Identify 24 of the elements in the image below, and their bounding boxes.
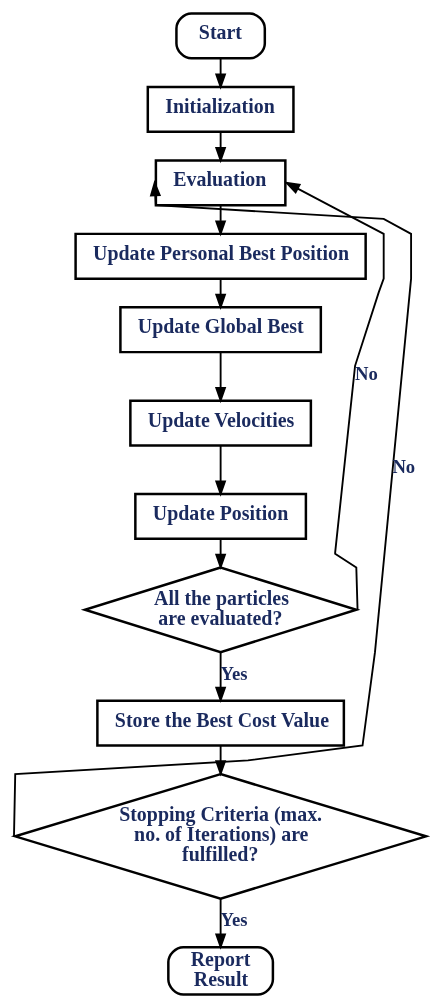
arrow <box>214 538 227 571</box>
arrow <box>214 898 227 950</box>
node-box: Update Velocities <box>129 399 313 447</box>
arrow <box>214 277 227 311</box>
node-diamond: Stopping Criteria (max. no. of Iterations) are fulfilled? <box>10 772 431 900</box>
arrow <box>13 180 412 838</box>
arrow <box>214 57 227 90</box>
node-box: Evaluation <box>154 159 287 207</box>
node-box: Update Global Best <box>119 306 323 354</box>
node-box: Update Position <box>134 492 308 541</box>
node-box: Store the Best Cost Value <box>96 699 346 747</box>
edge-label: No <box>355 362 378 384</box>
node-diamond: All the particles are evaluated? <box>80 566 361 654</box>
node-box: Initialization <box>146 85 295 134</box>
arrow <box>284 181 385 611</box>
arrow <box>214 651 227 703</box>
node-box: Update Personal Best Position <box>74 232 367 280</box>
arrow <box>214 444 227 497</box>
arrow <box>214 204 227 237</box>
arrow <box>214 131 227 164</box>
node-box: Start <box>175 12 267 60</box>
edge-label: No <box>392 455 416 477</box>
node-box: Report Result <box>167 945 275 996</box>
arrow <box>214 351 227 404</box>
